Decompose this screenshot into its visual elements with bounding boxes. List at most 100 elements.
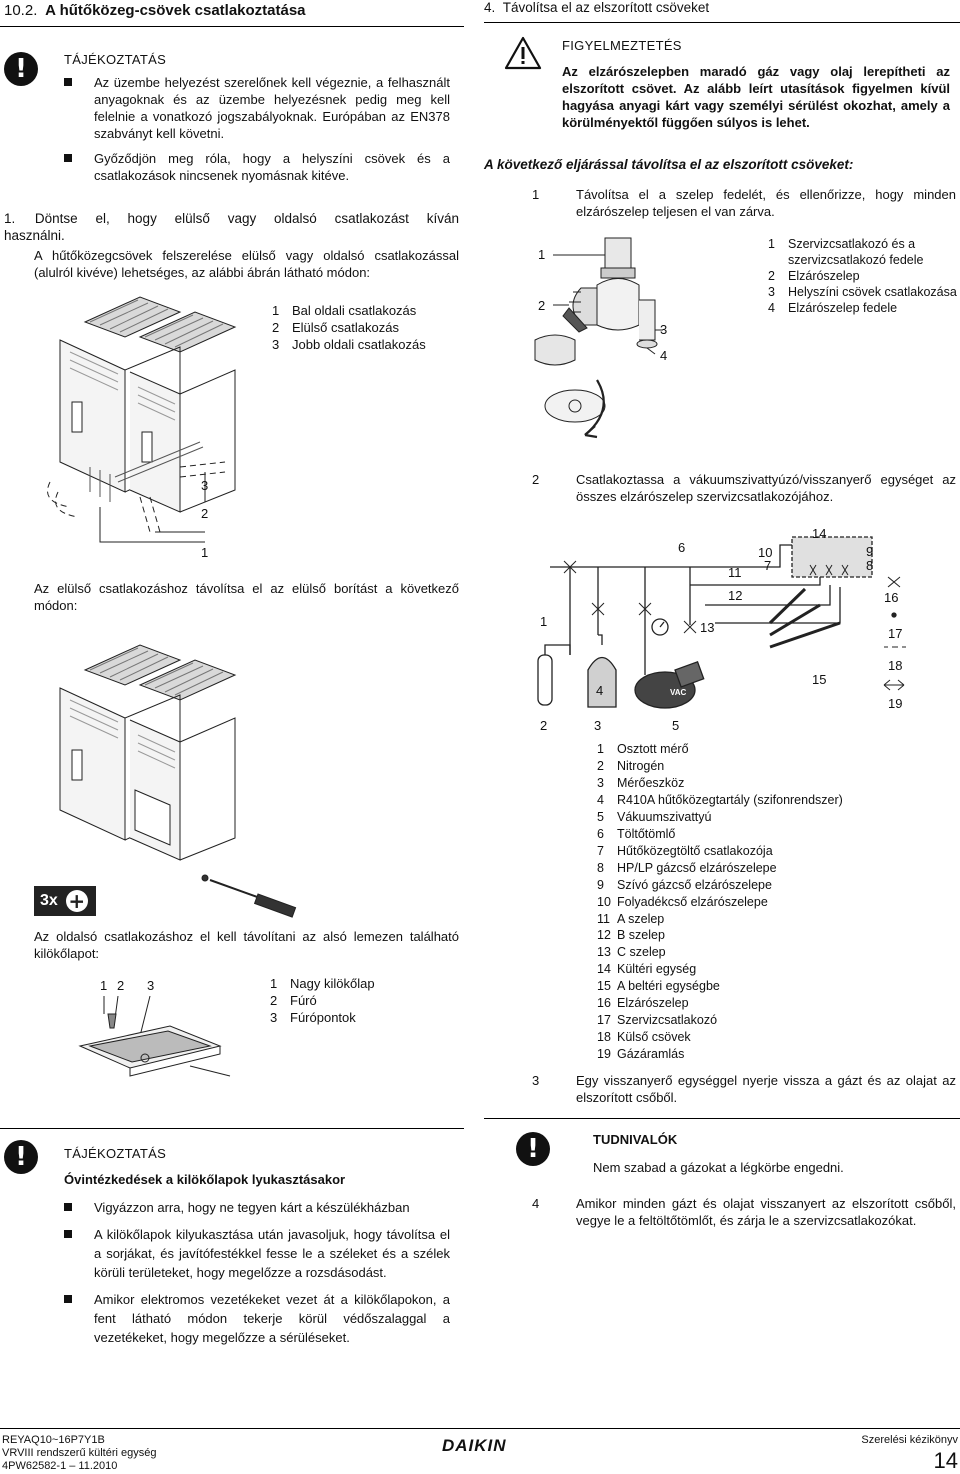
step-1-paragraph: A hűtőközegcsövek felszerelése elülső va…	[34, 248, 459, 280]
diagram-callout-9: 9	[866, 544, 874, 559]
step-4-heading: 4. Távolítsa el az elszorított csöveket	[484, 0, 710, 15]
diagram-callout-6: 6	[678, 540, 686, 555]
piping-diagram: VAC	[537, 536, 906, 709]
callout-3: 3	[147, 978, 155, 993]
brand-logo: DAIKIN	[442, 1436, 507, 1455]
step-4-rule	[484, 22, 960, 23]
front-cover-text: Az elülső csatlakozáshoz távolítsa el az…	[34, 581, 459, 613]
diagram-callout-5: 5	[672, 718, 680, 733]
section-title: A hűtőközeg-csövek csatlakoztatása	[45, 2, 306, 19]
list-item: Vigyázzon arra, hogy ne tegyen kárt a ké…	[64, 1198, 450, 1217]
note-text: Nem szabad a gázokat a légkörbe engedni.	[593, 1160, 844, 1175]
note-title: TUDNIVALÓK	[593, 1132, 678, 1147]
exclamation-icon: !	[4, 52, 38, 86]
step-1: 1. Döntse el, hogy elülső vagy oldalsó c…	[4, 210, 459, 244]
diagram-callout-4: 4	[596, 683, 604, 698]
notice-title: TÁJÉKOZTATÁS	[64, 52, 167, 67]
screw-plus-icon: +	[65, 890, 88, 912]
diagram-callout-1: 1	[540, 614, 548, 629]
connection-directions-figure	[47, 296, 237, 543]
manual-title: Szerelési kézikönyv	[861, 1434, 958, 1446]
pump-label: VAC	[670, 688, 687, 697]
model-number: REYAQ10~16P7Y1B	[2, 1434, 105, 1446]
notice-title: TÁJÉKOZTATÁS	[64, 1146, 167, 1161]
list-item: Amikor elektromos vezetékeket vezet át a…	[64, 1290, 450, 1347]
valve-callout-3: 3	[660, 322, 668, 337]
footer-rule	[0, 1428, 960, 1429]
knockout-figure	[78, 996, 231, 1077]
warning-icon	[504, 36, 542, 70]
diagram-callout-15: 15	[812, 672, 827, 687]
exclamation-icon: !	[516, 1132, 550, 1166]
diagram-callout-18: 18	[888, 658, 903, 673]
diagram-callout-13: 13	[700, 620, 715, 635]
diagram-callout-17: 17	[888, 626, 903, 641]
list-item: A kilökőlapok kilyukasztása után javasol…	[64, 1225, 450, 1282]
callout-1: 1	[201, 545, 209, 560]
diagram-callout-14: 14	[812, 526, 827, 541]
valve-figure	[534, 237, 663, 439]
page-number: 14	[933, 1448, 958, 1473]
diagram-callout-3: 3	[594, 718, 602, 733]
step-number: 1.	[4, 211, 16, 226]
section-number: 10.2.	[4, 2, 38, 19]
callout-3: 3	[201, 478, 209, 493]
notice-bullets: Az üzembe helyezést szerelőnek kell vége…	[64, 74, 450, 192]
diagram-callout-19: 19	[888, 696, 903, 711]
doc-number: 4PW62582-1 – 11.2010	[2, 1460, 118, 1472]
notice-rule	[0, 1128, 464, 1129]
callout-2: 2	[201, 506, 209, 521]
diagram-callout-12: 12	[728, 588, 743, 603]
diagram-callout-10: 10	[758, 545, 773, 560]
warning-title: FIGYELMEZTETÉS	[562, 38, 682, 53]
valve-callout-4: 4	[660, 348, 668, 363]
notice-subtitle: Óvintézkedések a kilökőlapok lyukasztása…	[64, 1172, 346, 1187]
section-rule	[0, 26, 464, 27]
screw-count-badge: 3x +	[34, 886, 96, 916]
notice-bullets: Vigyázzon arra, hogy ne tegyen kárt a ké…	[64, 1198, 450, 1355]
procedure-intro: A következő eljárással távolítsa el az e…	[484, 157, 854, 172]
footer-left: REYAQ10~16P7Y1B VRVIII rendszerű kültéri…	[2, 1434, 156, 1473]
step-text: Döntse el, hogy elülső vagy oldalsó csat…	[4, 211, 459, 243]
callout-2: 2	[117, 978, 125, 993]
side-connection-text: Az oldalsó csatlakozáshoz el kell távolí…	[34, 929, 459, 961]
exclamation-icon: !	[4, 1140, 38, 1174]
diagram-callout-7: 7	[764, 558, 772, 573]
diagram-callout-11: 11	[728, 565, 742, 580]
callout-1: 1	[100, 978, 108, 993]
diagram-callout-8: 8	[866, 558, 874, 573]
diagram-callout-2: 2	[540, 718, 548, 733]
